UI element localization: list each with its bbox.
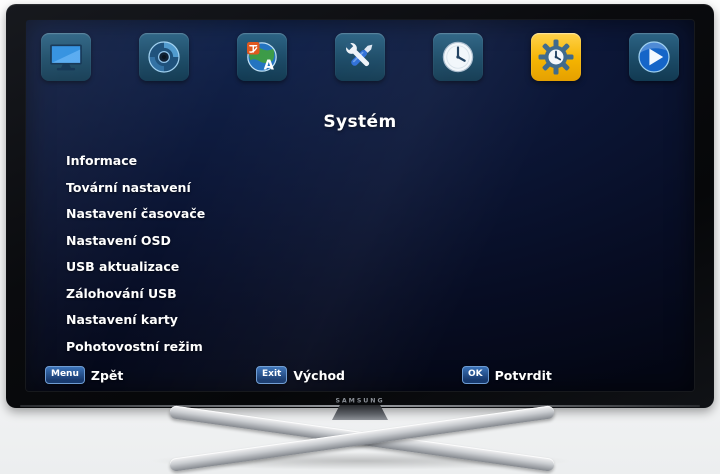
tab-language[interactable]: A (237, 33, 287, 81)
menu-item-nastaveni-osd[interactable]: Nastavení OSD (66, 232, 171, 248)
hint-exit: Exit Východ (256, 366, 345, 384)
menu-item-nastaveni-karty[interactable]: Nastavení karty (66, 312, 178, 327)
tab-tools[interactable] (335, 33, 385, 81)
menu-item-pohotovostni-rezim[interactable]: Pohotovostní režim (66, 338, 203, 354)
menu-item-zalohovani-usb[interactable]: Zálohování USB (66, 285, 177, 301)
page-title: Systém (323, 112, 397, 132)
menu-item-nastaveni-casovace[interactable]: Nastavení časovače (66, 206, 206, 221)
brand-logo: SAMSUNG (335, 396, 385, 405)
menu-item-informace[interactable]: Informace (66, 153, 138, 168)
tab-system[interactable] (531, 33, 581, 81)
tools-icon (344, 41, 373, 67)
gear-timer-icon (538, 39, 574, 75)
play-icon (638, 41, 670, 73)
tv-stand-neck (332, 405, 388, 420)
tab-media[interactable] (629, 33, 679, 81)
exit-key-badge: Exit (256, 366, 288, 384)
disc-icon (148, 41, 180, 73)
tab-disc[interactable] (139, 33, 189, 81)
monitor-icon (50, 44, 82, 71)
menu-item-usb-aktualizace[interactable]: USB aktualizace (66, 259, 180, 274)
tab-display[interactable] (41, 33, 91, 81)
tv-screen: A (26, 20, 694, 391)
ok-key-label: Potvrdit (494, 367, 552, 383)
menu-key-badge: Menu (45, 366, 85, 384)
tab-bar: A (26, 33, 694, 81)
footer-hints: Menu Zpět Exit Východ OK Potvrdit (26, 366, 694, 388)
tab-time[interactable] (433, 33, 483, 81)
menu-list: Informace Tovární nastavení Nastavení ča… (66, 148, 654, 360)
globe-language-icon: A (247, 42, 277, 74)
svg-text:A: A (264, 59, 275, 74)
exit-key-label: Východ (293, 367, 346, 383)
ok-key-badge: OK (462, 366, 489, 384)
clock-icon (442, 41, 474, 73)
tv-bezel: A (6, 4, 714, 408)
hint-menu: Menu Zpět (45, 366, 123, 384)
hint-ok: OK Potvrdit (462, 366, 552, 384)
menu-item-tovarni-nastaveni[interactable]: Tovární nastavení (66, 179, 191, 195)
menu-key-label: Zpět (90, 367, 124, 383)
